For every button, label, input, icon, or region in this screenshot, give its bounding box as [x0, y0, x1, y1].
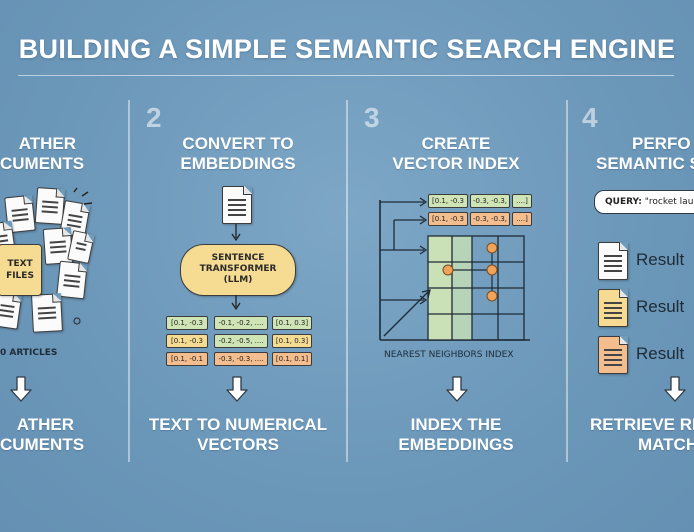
query-text: "rocket lau [644, 197, 694, 207]
vector-cell: -0.3, -0.3, .... [214, 352, 268, 366]
col2-heading-line2: EMBEDDINGS [180, 154, 296, 173]
down-arrow-icon [226, 376, 248, 402]
col1-heading-line1: ATHER [18, 134, 76, 153]
down-arrow-icon [664, 376, 686, 402]
col3-caption: NEAREST NEIGHBORS INDEX [384, 350, 514, 360]
result-document-icon [598, 336, 628, 374]
document-icon [67, 230, 95, 264]
vector-cell: [0.1, 0.3] [272, 334, 312, 348]
vector-cell: -0.3, -0.3, [470, 194, 510, 208]
result-document-icon [598, 242, 628, 280]
col4-heading: PERFO SEMANTIC S [596, 134, 694, 174]
col2-step-number: 2 [146, 102, 162, 133]
model-line1: SENTENCE [211, 253, 265, 263]
result-document-icon [598, 289, 628, 327]
vector-cell: ....] [512, 194, 532, 208]
vector-cell: [0.1, -0.3 [428, 194, 468, 208]
col4-heading-line1: PERFO [632, 134, 691, 153]
vector-cell: [0.1, -0.3 [166, 334, 208, 348]
col3-footer-line2: EMBEDDINGS [398, 435, 514, 454]
vector-cell: -0.1, -0.2, .... [214, 316, 268, 330]
col1-heading: ATHER CUMENTS [0, 134, 85, 174]
col4-step-number: 4 [582, 102, 598, 133]
col3-step-number: 3 [364, 102, 380, 133]
title-rule [18, 75, 674, 76]
col3-heading-line2: VECTOR INDEX [392, 154, 520, 173]
result-label-text: Result [636, 297, 685, 316]
text-files-badge: TEXT FILES [0, 244, 42, 296]
model-line3: (LLM) [223, 275, 253, 285]
sentence-transformer-box: SENTENCE TRANSFORMER (LLM) [180, 244, 296, 296]
dot-icon [73, 317, 81, 325]
text-files-label: TEXT FILES [6, 259, 34, 281]
col2-footer: TEXT TO NUMERICAL VECTORS [140, 415, 336, 455]
vector-cell: [0.1, -0.3 [428, 212, 468, 226]
vector-cell: -0.3, -0.3, [470, 212, 510, 226]
page-title: BUILDING A SIMPLE SEMANTIC SEARCH ENGINE [18, 34, 676, 64]
document-icon [0, 290, 23, 330]
column-divider-1 [128, 100, 130, 462]
down-arrow-icon [10, 376, 32, 402]
document-icon [31, 293, 63, 333]
col1-footer-line1: ATHER [16, 415, 74, 434]
col4-footer-line2: MATCH [638, 435, 694, 454]
query-label: QUERY: [605, 197, 642, 207]
vector-cell: ....] [512, 212, 532, 226]
col4-footer: RETRIEVE RE MATCH [590, 415, 694, 455]
grid-index-icon [379, 197, 530, 341]
col3-footer-line1: INDEX THE [410, 415, 502, 434]
vector-cell: -0.2, -0.5, .... [214, 334, 268, 348]
col3-footer: INDEX THE EMBEDDINGS [366, 415, 546, 455]
col3-heading-line1: CREATE [421, 134, 491, 153]
small-arrow-icon [231, 295, 241, 311]
col2-footer-line2: VECTORS [197, 435, 279, 454]
vector-cell: [0.1, -0.1 [166, 352, 208, 366]
col1-heading-line2: CUMENTS [0, 154, 85, 173]
col4-footer-line1: RETRIEVE RE [590, 415, 694, 434]
result-label[interactable]: Result [636, 297, 684, 317]
col1-footer: ATHER CUMENTS [0, 415, 85, 455]
col2-heading-line1: CONVERT TO [182, 134, 294, 153]
search-query-box[interactable]: QUERY: "rocket lau [594, 190, 694, 214]
model-line2: TRANSFORMER [199, 264, 277, 274]
small-arrow-icon [231, 224, 241, 242]
motion-lines-icon [73, 187, 93, 205]
column-divider-3 [566, 100, 568, 462]
result-label-text: Result [636, 250, 685, 269]
col2-footer-line1: TEXT TO NUMERICAL [148, 415, 328, 434]
result-label-text: Result [636, 344, 685, 363]
result-label[interactable]: Result [636, 344, 684, 364]
column-divider-2 [346, 100, 348, 462]
result-label[interactable]: Result [636, 250, 684, 270]
down-arrow-icon [446, 376, 468, 402]
col1-footer-line2: CUMENTS [0, 435, 85, 454]
document-icon [222, 186, 252, 224]
col3-heading: CREATE VECTOR INDEX [366, 134, 546, 174]
vector-cell: [0.1, 0.3] [272, 316, 312, 330]
col4-heading-line2: SEMANTIC S [596, 154, 694, 173]
vector-cell: [0.1, -0.3 [166, 316, 208, 330]
col1-caption: 0 ARTICLES [0, 348, 58, 358]
col2-heading: CONVERT TO EMBEDDINGS [148, 134, 328, 174]
vector-cell: [0.1, 0.1] [272, 352, 312, 366]
